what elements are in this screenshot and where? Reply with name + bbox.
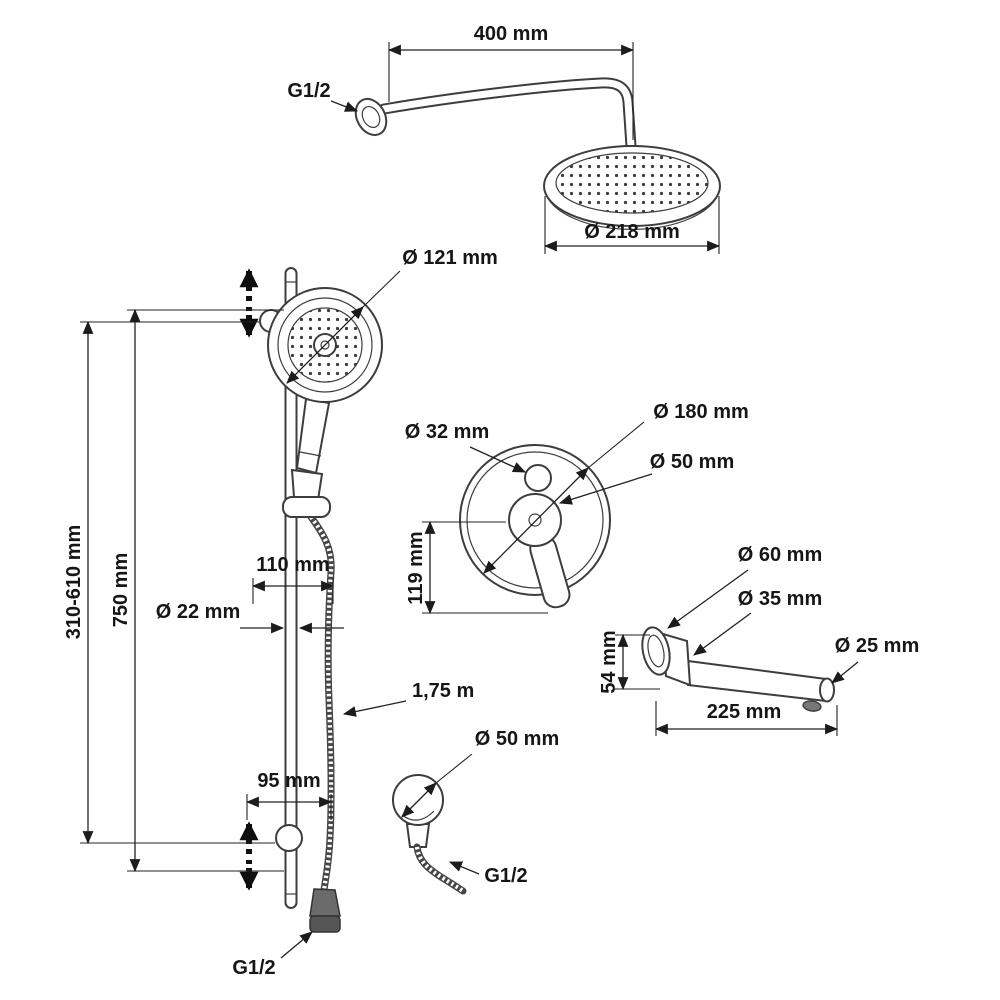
dim-spout-length: 225 mm — [654, 701, 839, 736]
dim-spout-flange-diameter: Ø 60 mm — [667, 544, 822, 629]
outlet-diameter-label: Ø 50 mm — [475, 728, 559, 750]
dim-holder-offset: 110 mm — [251, 554, 335, 604]
outlet-hose — [413, 843, 467, 895]
dim-mixer-plate-diameter: Ø 180 mm — [483, 401, 749, 574]
spout-assembly — [641, 626, 835, 712]
spout-flange-diameter-label: Ø 60 mm — [738, 544, 822, 566]
rain-head-diameter-label: Ø 218 mm — [584, 221, 680, 243]
hose-end-connector — [309, 888, 341, 917]
dim-bar-diameter: Ø 22 mm — [156, 601, 344, 634]
dim-arm-length: 400 mm — [387, 23, 635, 140]
dim-mixer-knob-diameter: Ø 32 mm — [405, 421, 526, 473]
dim-bar-length: 750 mm — [110, 308, 284, 873]
dim-hand-shower-diameter: Ø 121 mm — [286, 247, 498, 384]
dim-outlet-diameter: Ø 50 mm — [401, 728, 559, 818]
dim-mixer-height: 119 mm — [405, 520, 548, 615]
outlet-connection-label: G1/2 — [484, 865, 527, 887]
bottom-offset-label: 95 mm — [257, 770, 320, 792]
bar-length-label: 750 mm — [110, 553, 132, 628]
top-connection-label: G1/2 — [287, 80, 330, 102]
dim-bar-adjust-range: 310-610 mm — [63, 320, 275, 845]
dim-outlet-connection: G1/2 — [448, 861, 528, 887]
mixer-diverter-knob — [524, 464, 552, 492]
mixer-knob-diameter-label: Ø 32 mm — [405, 421, 489, 443]
hose-connection-label: G1/2 — [232, 957, 275, 979]
bar-adjust-range-label: 310-610 mm — [63, 525, 85, 640]
spout-tip — [819, 677, 835, 703]
outlet-ball — [392, 774, 444, 826]
spout-pipe-diameter-label: Ø 25 mm — [835, 635, 919, 657]
holder-offset-label: 110 mm — [256, 554, 329, 576]
dim-hose-length: 1,75 m — [342, 680, 474, 717]
mixer-plate-diameter-label: Ø 180 mm — [653, 401, 749, 423]
dim-spout-drop: 54 mm — [598, 630, 660, 694]
rain-shower-assembly — [354, 77, 721, 230]
mixer-height-label: 119 mm — [405, 531, 427, 604]
dim-spout-body-diameter: Ø 35 mm — [693, 588, 822, 656]
dim-top-connection: G1/2 — [287, 80, 359, 112]
bar-diameter-label: Ø 22 mm — [156, 601, 240, 623]
slide-bar-assembly — [239, 267, 383, 933]
outlet-connector — [405, 823, 431, 848]
dim-spout-pipe-diameter: Ø 25 mm — [831, 635, 919, 684]
mixer-assembly — [459, 444, 611, 609]
dim-rain-head-diameter: Ø 218 mm — [543, 196, 721, 254]
wall-flange-top — [354, 97, 388, 137]
rain-head-face — [555, 152, 709, 214]
hand-shower-diameter-label: Ø 121 mm — [402, 247, 498, 269]
arm-length-label: 400 mm — [474, 23, 549, 45]
mixer-handle-base — [508, 493, 562, 547]
dim-hose-connection: G1/2 — [232, 931, 313, 979]
spout-body-diameter-label: Ø 35 mm — [738, 588, 822, 610]
hose-length-label: 1,75 m — [412, 680, 474, 702]
spout-length-label: 225 mm — [707, 701, 782, 723]
bottom-wall-bracket — [275, 824, 303, 852]
slider-bracket — [282, 496, 331, 518]
hand-shower-handle — [295, 397, 331, 475]
mixer-handle-diameter-label: Ø 50 mm — [650, 451, 734, 473]
wall-outlet-assembly — [392, 774, 467, 895]
spout-drop-label: 54 mm — [598, 630, 620, 693]
dim-bottom-offset: 95 mm — [245, 770, 333, 820]
spout-pipe — [687, 659, 827, 703]
spout-aerator — [802, 700, 822, 712]
dim-mixer-handle-diameter: Ø 50 mm — [558, 451, 734, 505]
handle-holder-cone — [290, 468, 324, 502]
